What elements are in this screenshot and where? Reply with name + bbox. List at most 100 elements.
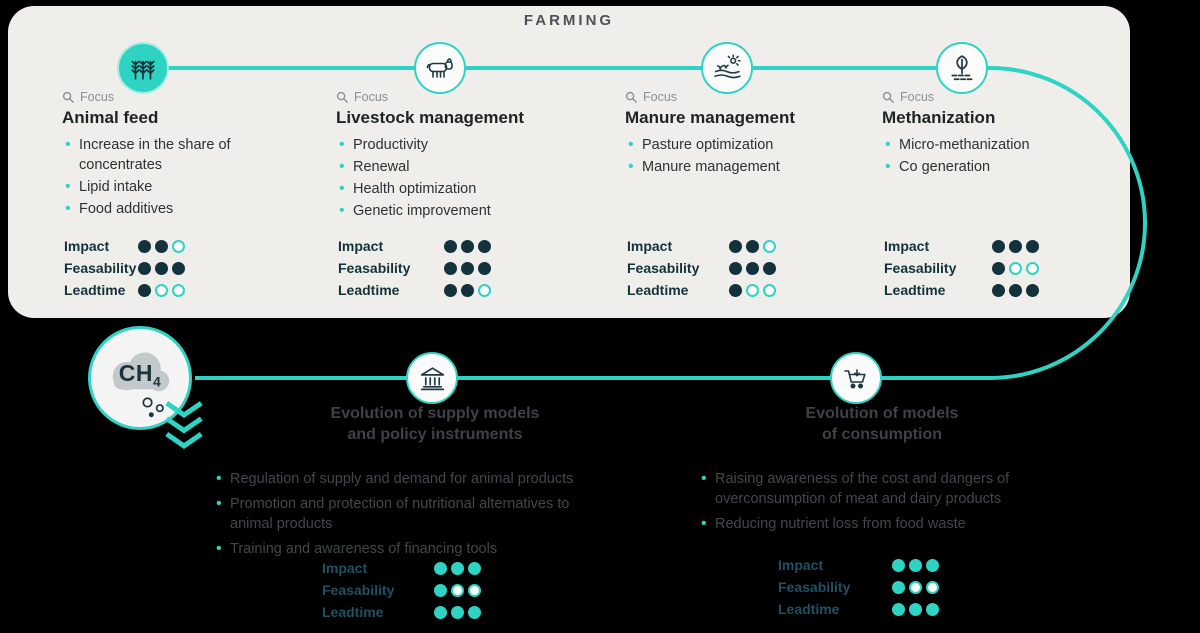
rating-dot-filled	[138, 261, 151, 275]
rating-row: Feasability	[627, 260, 776, 276]
rating-label: Impact	[64, 238, 110, 254]
methanization-icon	[936, 42, 988, 94]
rating-dots	[138, 239, 185, 253]
rating-dot-filled	[155, 239, 168, 253]
rating-dots	[444, 283, 491, 297]
downstream-title-supply-models: Evolution of supply models and policy in…	[235, 403, 635, 445]
bullet-item: Health optimization	[336, 178, 591, 200]
rating-row: Feasability	[778, 579, 939, 595]
bullet-list: ProductivityRenewalHealth optimizationGe…	[336, 134, 591, 222]
rating-row: Impact	[627, 238, 776, 254]
rating-dot-filled	[1009, 239, 1022, 253]
rating-label: Impact	[884, 238, 930, 254]
rating-row: Leadtime	[64, 282, 185, 298]
farming-section-title: FARMING	[523, 12, 615, 29]
rating-row: Leadtime	[627, 282, 776, 298]
rating-dot-empty	[909, 580, 922, 594]
rating-dot-filled	[138, 283, 151, 297]
rating-dots	[434, 605, 481, 619]
rating-dot-filled	[444, 239, 457, 253]
rating-dot-filled	[461, 261, 474, 275]
focus-label: Focus	[80, 90, 115, 104]
rating-row: Leadtime	[322, 604, 481, 620]
rating-dots	[729, 239, 776, 253]
rating-row: Impact	[884, 238, 1039, 254]
focus-row: Focus	[625, 90, 880, 104]
magnifier-icon	[336, 91, 349, 103]
column-manure-management: Focus Manure management Pasture optimiza…	[625, 90, 880, 315]
rating-label: Leadtime	[64, 282, 126, 298]
rating-dot-filled	[729, 261, 742, 275]
rating-dot-filled	[909, 602, 922, 616]
rating-row: Leadtime	[884, 282, 1039, 298]
rating-dots	[892, 580, 939, 594]
focus-label: Focus	[354, 90, 389, 104]
bullet-item: Co generation	[882, 156, 1132, 178]
rating-dot-filled	[434, 583, 447, 597]
focus-label: Focus	[900, 90, 935, 104]
rating-row: Feasability	[322, 582, 481, 598]
rating-dot-filled	[892, 558, 905, 572]
rating-dot-filled	[1026, 239, 1039, 253]
rating-dots	[434, 583, 481, 597]
rating-dot-empty	[478, 283, 491, 297]
rating-dot-empty	[1026, 261, 1039, 275]
magnifier-icon	[62, 91, 75, 103]
focus-label: Focus	[643, 90, 678, 104]
bullet-item: Manure management	[625, 156, 880, 178]
rating-dots	[992, 261, 1039, 275]
rating-dot-filled	[138, 239, 151, 253]
rating-dot-empty	[451, 583, 464, 597]
bullet-item: Reducing nutrient loss from food waste	[698, 513, 1088, 535]
rating-dot-filled	[461, 239, 474, 253]
title-line: and policy instruments	[347, 426, 523, 444]
cloud-graphic	[112, 352, 170, 418]
wheat-icon	[117, 42, 169, 94]
rating-row: Impact	[322, 560, 481, 576]
focus-row: Focus	[336, 90, 591, 104]
column-methanization: Focus Methanization Micro-methanizationC…	[882, 90, 1132, 315]
rating-dots	[444, 261, 491, 275]
rating-dot-filled	[729, 283, 742, 297]
cow-icon	[414, 42, 466, 94]
rating-label: Leadtime	[627, 282, 689, 298]
bullet-item: Genetic improvement	[336, 200, 591, 222]
bullet-item: Lipid intake	[62, 176, 277, 198]
rating-dots	[992, 239, 1039, 253]
rating-dots	[729, 261, 776, 275]
bullet-item: Food additives	[62, 198, 277, 220]
bullet-list: Pasture optimizationManure management	[625, 134, 880, 178]
column-title: Manure management	[625, 108, 796, 127]
rating-dot-filled	[926, 558, 939, 572]
rating-dot-empty	[468, 583, 481, 597]
ratings-block: Impact Feasability Leadtime	[64, 238, 185, 304]
rating-row: Feasability	[64, 260, 185, 276]
rating-dot-filled	[451, 605, 464, 619]
rating-label: Feasability	[64, 260, 137, 276]
rating-label: Feasability	[338, 260, 411, 276]
ratings-block: Impact Feasability Leadtime	[884, 238, 1039, 304]
rating-label: Leadtime	[322, 604, 384, 620]
rating-dots	[138, 261, 185, 275]
magnifier-icon	[882, 91, 895, 103]
rating-dot-filled	[992, 283, 1005, 297]
rating-dot-filled	[444, 283, 457, 297]
rating-dot-filled	[729, 239, 742, 253]
title-line: of consumption	[822, 426, 942, 444]
rating-dot-filled	[155, 261, 168, 275]
bullet-list: Micro-methanizationCo generation	[882, 134, 1132, 178]
focus-row: Focus	[882, 90, 1132, 104]
pasture-icon	[701, 42, 753, 94]
rating-dot-filled	[451, 561, 464, 575]
rating-dot-empty	[172, 283, 185, 297]
rating-dot-empty	[926, 580, 939, 594]
bullet-item: Training and awareness of financing tool…	[213, 538, 598, 560]
rating-label: Leadtime	[338, 282, 400, 298]
cart-icon	[830, 352, 882, 404]
rating-dot-filled	[992, 261, 1005, 275]
downstream-title-consumption: Evolution of models of consumption	[732, 403, 1032, 445]
title-line: Evolution of supply models	[330, 405, 540, 422]
rating-dot-filled	[992, 239, 1005, 253]
rating-row: Leadtime	[338, 282, 491, 298]
rating-dot-filled	[468, 561, 481, 575]
